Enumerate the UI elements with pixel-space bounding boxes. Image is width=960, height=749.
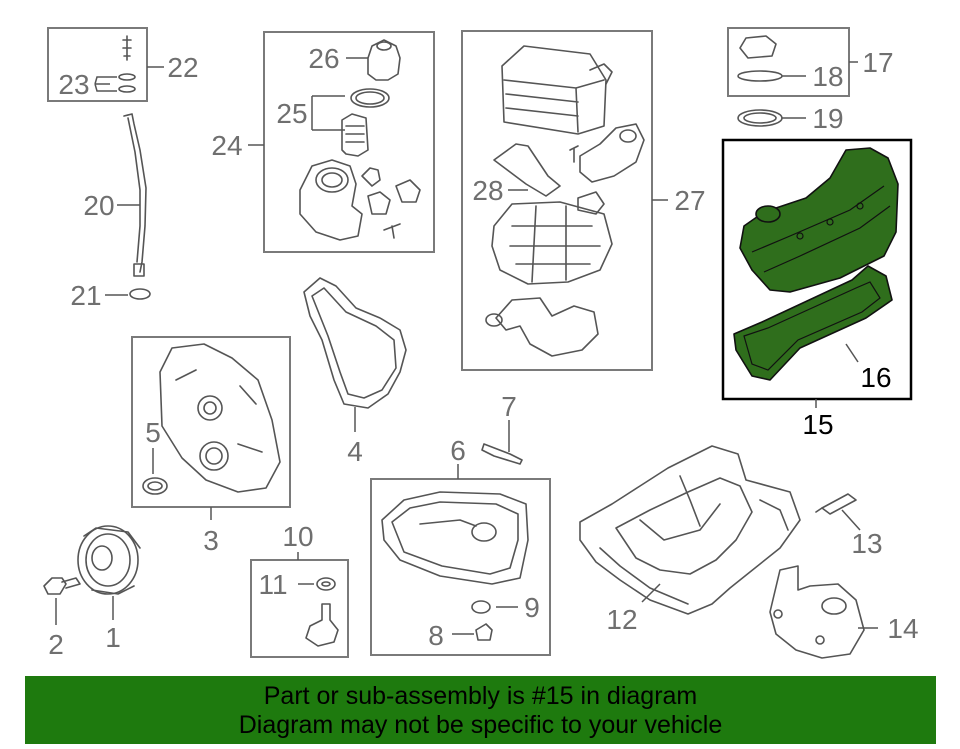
callout-7: 7 bbox=[501, 391, 517, 422]
callout-24: 24 bbox=[211, 130, 242, 161]
callout-15: 15 bbox=[802, 409, 833, 440]
part-3-timing-cover-drawing bbox=[142, 343, 281, 495]
callout-14: 14 bbox=[887, 613, 918, 644]
callout-9: 9 bbox=[524, 592, 540, 623]
group-box-15-highlighted bbox=[721, 138, 913, 401]
callout-20: 20 bbox=[83, 190, 114, 221]
callout-3: 3 bbox=[203, 525, 219, 556]
part-14-cover-drawing bbox=[769, 565, 865, 659]
part-17-cap-drawing bbox=[737, 35, 783, 127]
part-6-oil-pan-drawing bbox=[381, 443, 529, 641]
part-13-sealant-drawing bbox=[815, 493, 857, 515]
group-box-22 bbox=[47, 27, 148, 102]
callout-19: 19 bbox=[812, 103, 843, 134]
group-box-24 bbox=[263, 31, 435, 253]
group-box-6 bbox=[370, 478, 551, 656]
part-24-oil-filter-housing-drawing bbox=[299, 39, 421, 241]
part-27-oil-cooler-drawing bbox=[485, 45, 645, 357]
callout-1: 1 bbox=[105, 622, 121, 653]
callout-23: 23 bbox=[58, 69, 89, 100]
callout-21: 21 bbox=[70, 280, 101, 311]
callout-12: 12 bbox=[606, 604, 637, 635]
group-box-10 bbox=[250, 559, 349, 658]
callout-10: 10 bbox=[282, 521, 313, 552]
callout-28: 28 bbox=[472, 175, 503, 206]
part-20-dipstick-drawing bbox=[123, 113, 151, 300]
callout-2: 2 bbox=[48, 629, 64, 660]
callout-27: 27 bbox=[674, 185, 705, 216]
callout-11: 11 bbox=[258, 569, 287, 600]
part-4-gasket-drawing bbox=[303, 277, 407, 409]
callout-26: 26 bbox=[308, 43, 339, 74]
callout-5: 5 bbox=[145, 417, 161, 448]
callout-17: 17 bbox=[862, 47, 893, 78]
callout-16: 16 bbox=[860, 362, 891, 393]
part-1-pulley-drawing bbox=[43, 525, 141, 595]
callout-22: 22 bbox=[167, 52, 198, 83]
banner-line-1: Part or sub-assembly is #15 in diagram bbox=[263, 682, 698, 710]
callout-25: 25 bbox=[276, 98, 307, 129]
callout-6: 6 bbox=[450, 435, 466, 466]
part-15-valve-cover-drawing bbox=[733, 147, 899, 381]
callout-13: 13 bbox=[851, 528, 882, 559]
banner-line-2: Diagram may not be specific to your vehi… bbox=[238, 711, 723, 739]
callout-18: 18 bbox=[812, 61, 843, 92]
part-22-clip-drawing bbox=[118, 35, 136, 93]
part-10-sensor-drawing bbox=[305, 577, 339, 647]
part-12-upper-oil-pan-drawing bbox=[579, 445, 801, 615]
info-banner: Part or sub-assembly is #15 in diagram D… bbox=[25, 676, 936, 744]
callout-8: 8 bbox=[428, 620, 444, 651]
callout-4: 4 bbox=[347, 436, 363, 467]
